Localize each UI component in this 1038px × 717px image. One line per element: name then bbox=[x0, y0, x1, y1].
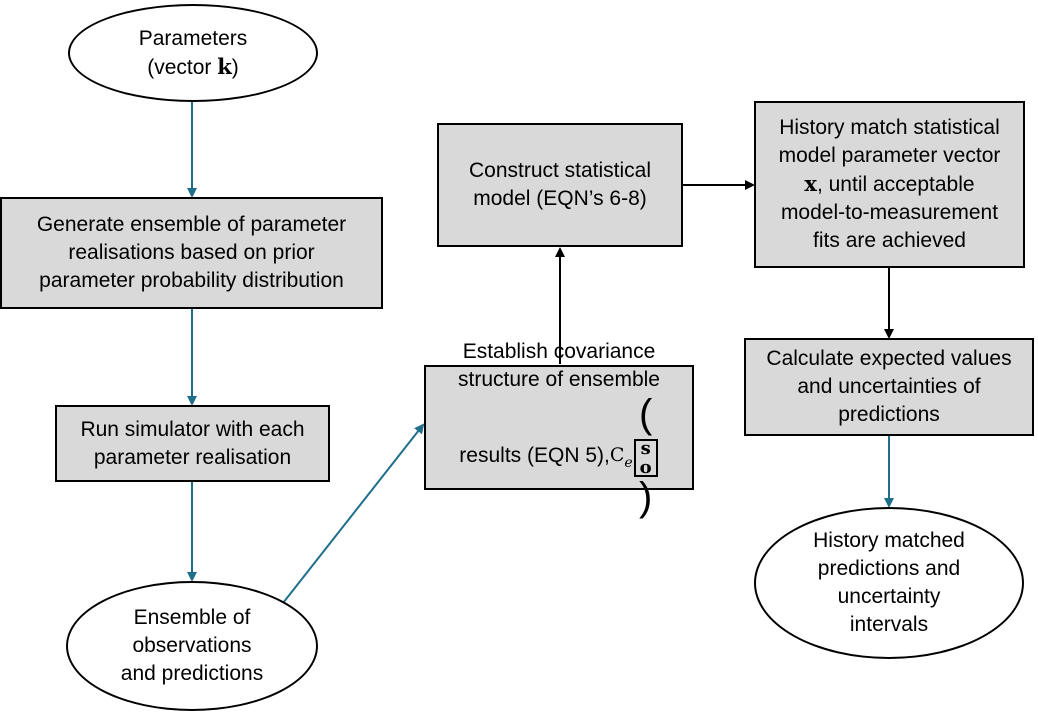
run-simulator-node: Run simulator with each parameter realis… bbox=[55, 405, 330, 482]
history-matched-predictions-node: History matched predictions and uncertai… bbox=[754, 507, 1024, 659]
construct-line1: Construct statistical bbox=[468, 159, 652, 182]
run-simulator-line1: Run simulator with each bbox=[80, 417, 305, 441]
history-match-line1: History match statistical bbox=[779, 116, 1000, 139]
vector-k-symbol: k bbox=[217, 53, 232, 79]
establish-covariance-node: Establish covariance structure of ensemb… bbox=[424, 340, 694, 517]
history-match-node: History match statistical model paramete… bbox=[754, 101, 1025, 268]
ensemble-observations-node: Ensemble of observations and predictions bbox=[66, 581, 318, 711]
parameters-node: Parameters (vector k) bbox=[68, 4, 318, 102]
covariance-line1: Establish covariance bbox=[462, 340, 656, 363]
ensemble-line2: observations bbox=[132, 634, 252, 657]
generate-ensemble-node: Generate ensemble of parameter realisati… bbox=[0, 197, 383, 309]
construct-line2: model (EQN’s 6-8) bbox=[473, 187, 647, 210]
run-simulator-line2: parameter realisation bbox=[93, 445, 292, 469]
parameters-line2: (vector k) bbox=[147, 53, 239, 79]
history-match-line5: fits are achieved bbox=[813, 229, 966, 252]
generate-ensemble-line2: realisations based on prior bbox=[68, 241, 315, 264]
generate-ensemble-line1: Generate ensemble of parameter bbox=[36, 213, 347, 236]
generate-ensemble-line3: parameter probability distribution bbox=[39, 269, 344, 292]
covariance-line2: structure of ensemble bbox=[458, 368, 660, 391]
calculate-line2: and uncertainties of bbox=[797, 375, 981, 398]
ensemble-line3: and predictions bbox=[120, 662, 264, 685]
predictions-line2: predictions and bbox=[817, 557, 961, 580]
vector-x-symbol: x bbox=[804, 171, 817, 196]
history-match-line4: model-to-measurement bbox=[780, 201, 999, 224]
predictions-line1: History matched bbox=[813, 529, 965, 552]
predictions-line3: uncertainty bbox=[837, 585, 941, 608]
matrix-s: s bbox=[640, 438, 651, 459]
calculate-line1: Calculate expected values bbox=[766, 347, 1012, 370]
predictions-line4: intervals bbox=[849, 613, 929, 636]
construct-model-node: Construct statistical model (EQN’s 6-8) bbox=[437, 123, 683, 247]
covariance-ce-symbol: Ce bbox=[609, 443, 633, 471]
history-match-line3: x, until acceptable bbox=[804, 171, 975, 196]
arrow-ensemble-to-covariance bbox=[282, 423, 425, 604]
calculate-line3: predictions bbox=[838, 403, 940, 426]
parameters-line1: Parameters bbox=[138, 26, 248, 50]
calculate-expected-node: Calculate expected values and uncertaint… bbox=[744, 338, 1034, 436]
matrix-o: o bbox=[639, 457, 652, 478]
ensemble-line1: Ensemble of bbox=[133, 606, 251, 629]
history-match-line2: model parameter vector bbox=[778, 144, 1001, 167]
